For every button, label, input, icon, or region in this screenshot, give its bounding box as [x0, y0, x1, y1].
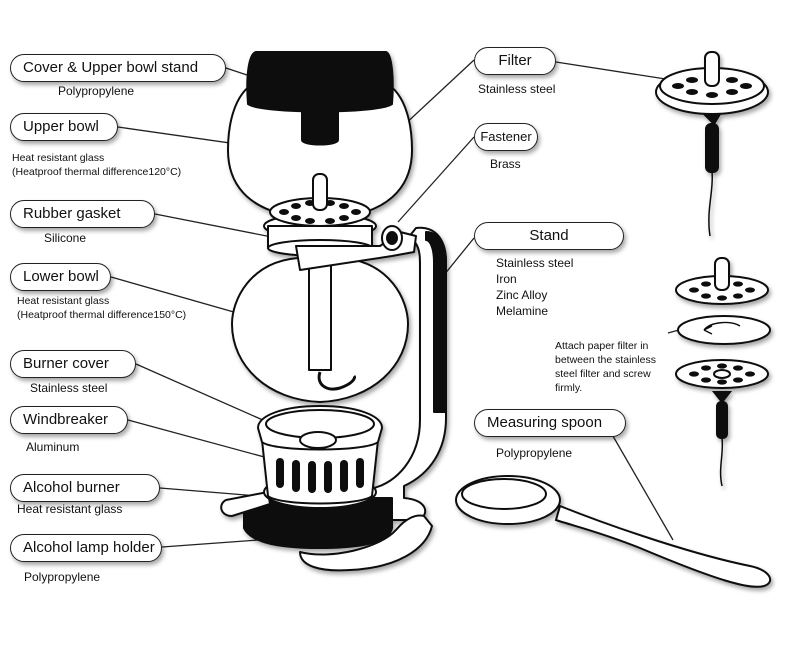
paper-filter-note: Attach paper filter in between the stain… — [555, 339, 656, 395]
material-rubber-gasket: Silicone — [44, 231, 87, 245]
siphon-main — [220, 51, 447, 572]
label-fastener: Fastener — [474, 123, 538, 151]
material-cover: Polypropylene — [58, 84, 135, 98]
lamp-holder-base — [243, 497, 393, 549]
material-stand-2: Iron — [496, 272, 517, 286]
note-line-3: steel filter and screw — [555, 368, 651, 380]
windbreaker — [261, 439, 379, 505]
material-filter: Stainless steel — [478, 82, 556, 96]
material-upper-bowl-2: (Heatproof thermal difference120°C) — [12, 166, 182, 178]
label-cover: Cover & Upper bowl stand — [10, 54, 226, 82]
label-lamp-holder: Alcohol lamp holder — [10, 534, 162, 562]
label-upper-bowl: Upper bowl — [10, 113, 118, 141]
stand-foot — [299, 514, 433, 572]
note-line-4: firmly. — [555, 382, 583, 394]
label-rubber-gasket: Rubber gasket — [10, 200, 155, 228]
material-lower-bowl-2: (Heatproof thermal difference150°C) — [17, 309, 187, 321]
label-measuring-spoon: Measuring spoon — [474, 409, 626, 437]
material-stand-4: Melamine — [496, 304, 549, 318]
filter-detail — [655, 51, 769, 237]
material-stand: Stainless steel Iron Zinc Alloy Melamine — [496, 255, 573, 319]
label-windbreaker: Windbreaker — [10, 406, 128, 434]
label-lower-bowl: Lower bowl — [10, 263, 111, 291]
note-line-1: Attach paper filter in — [555, 340, 649, 352]
material-stand-3: Zinc Alloy — [496, 288, 548, 302]
cover — [246, 51, 394, 113]
exploded-filter-assembly — [675, 257, 771, 487]
label-filter: Filter — [474, 47, 556, 75]
note-line-2: between the stainless — [555, 354, 656, 366]
siphon-tube — [308, 259, 332, 371]
material-upper-bowl-1: Heat resistant glass — [12, 152, 105, 164]
material-burner-cover: Stainless steel — [30, 381, 108, 395]
label-alcohol-burner: Alcohol burner — [10, 474, 160, 502]
material-lamp-holder: Polypropylene — [24, 570, 101, 584]
material-stand-1: Stainless steel — [496, 256, 574, 270]
paper-filter — [677, 315, 771, 345]
material-lower-bowl-1: Heat resistant glass — [17, 295, 110, 307]
stand-handle — [425, 231, 447, 413]
measuring-spoon — [455, 475, 772, 588]
material-fastener: Brass — [490, 157, 521, 171]
label-stand: Stand — [474, 222, 624, 250]
material-alcohol-burner: Heat resistant glass — [17, 502, 123, 516]
label-burner-cover: Burner cover — [10, 350, 136, 378]
material-windbreaker: Aluminum — [26, 440, 80, 454]
material-measuring-spoon: Polypropylene — [496, 446, 573, 460]
